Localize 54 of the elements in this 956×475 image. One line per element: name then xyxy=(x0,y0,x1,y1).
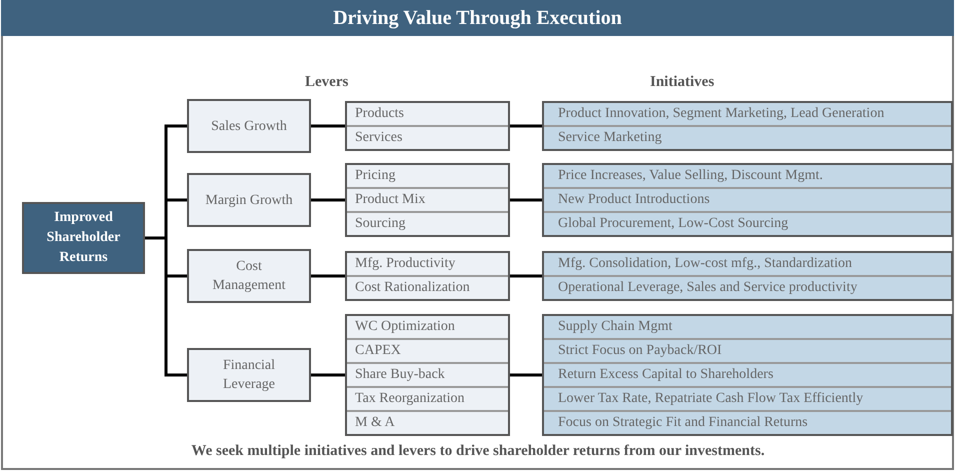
column-heading: Initiatives xyxy=(650,73,714,92)
connector-line xyxy=(510,198,542,202)
list-row-text: Tax Reorganization xyxy=(347,386,508,410)
caption: We seek multiple initiatives and levers to drive shareholder returns from our investments. xyxy=(190,442,766,461)
connector-line xyxy=(510,124,542,128)
title-bar: Driving Value Through Execution xyxy=(1,0,954,36)
list-row-text: Products xyxy=(354,105,405,123)
list-row-text: Product Innovation, Segment Marketing, Lead Generation xyxy=(557,105,886,123)
lever-box xyxy=(187,348,311,402)
list-row-text: WC Optimization xyxy=(354,318,456,336)
list-row-text: Strict Focus on Payback/ROI xyxy=(544,338,951,362)
connector-line xyxy=(510,374,542,376)
node-text: Improved Shareholder Returns xyxy=(46,209,122,267)
list-row-text: M & A xyxy=(347,410,508,434)
list-row-text: Mfg. Consolidation, Low-cost mfg., Standardization xyxy=(557,255,853,273)
list-row-text: Cost Rationalization xyxy=(347,275,508,299)
list-row-text: Global Procurement, Low-Cost Sourcing xyxy=(544,211,951,235)
list-row-text: Mfg. Productivity xyxy=(354,255,456,273)
goal-box xyxy=(22,202,145,274)
list-row-text: Share Buy-back xyxy=(347,362,508,386)
list-row-text: Supply Chain Mgmt xyxy=(557,318,674,336)
list-row-text: Sourcing xyxy=(347,211,508,235)
list-row-text: Focus on Strategic Fit and Financial Returns xyxy=(544,410,951,434)
list-row-text: New Product Introductions xyxy=(544,187,951,211)
initiative-list-box xyxy=(542,251,953,301)
node-text: Margin Growth xyxy=(205,192,293,210)
lever-list-box xyxy=(345,314,510,436)
list-row-text: Return Excess Capital to Shareholders xyxy=(544,362,951,386)
lever-box xyxy=(187,249,311,303)
list-row-text: Service Marketing xyxy=(544,125,951,149)
initiative-list-box xyxy=(542,314,953,436)
list-row-text: Operational Leverage, Sales and Service productivity xyxy=(544,275,951,299)
node-text: Sales Growth xyxy=(211,118,287,136)
lever-list-box xyxy=(345,251,510,301)
list-row-text: CAPEX xyxy=(347,338,508,362)
connector-line xyxy=(510,274,542,278)
node-text: Cost Management xyxy=(211,258,287,295)
connector-line xyxy=(311,198,345,202)
list-row-text: Pricing xyxy=(354,167,396,185)
list-row-text: Services xyxy=(347,125,508,149)
connector-line xyxy=(311,124,345,128)
lever-list-box xyxy=(345,163,510,237)
list-row-text: Product Mix xyxy=(347,187,508,211)
connector-line xyxy=(311,374,345,376)
column-heading: Levers xyxy=(305,73,348,92)
lever-box xyxy=(187,99,311,153)
initiative-list-box xyxy=(542,101,953,151)
lever-box xyxy=(187,173,311,227)
lever-list-box xyxy=(345,101,510,151)
list-row-text: Lower Tax Rate, Repatriate Cash Flow Tax Efficiently xyxy=(544,386,951,410)
node-text: Financial Leverage xyxy=(222,357,276,394)
connector-line xyxy=(311,274,345,278)
list-row-text: Price Increases, Value Selling, Discount Mgmt. xyxy=(557,167,824,185)
initiative-list-box xyxy=(542,163,953,237)
